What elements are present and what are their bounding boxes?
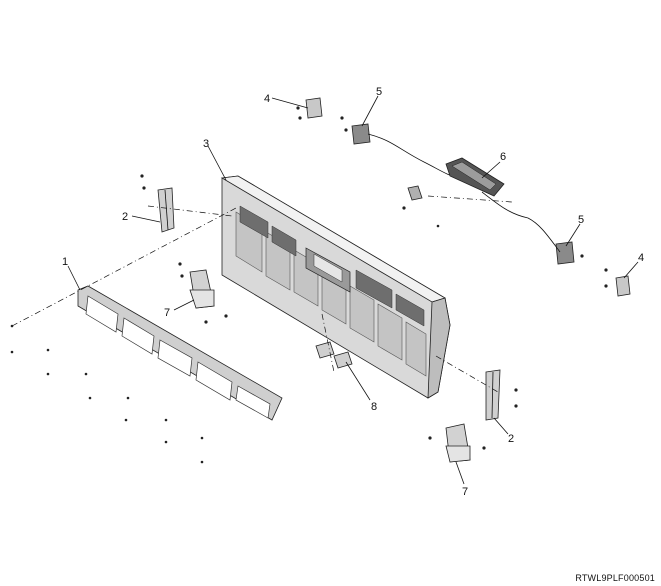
callout-labels: 1 2 3 4 5 6 5 4 7 8 2 7 (62, 86, 644, 498)
upper-latch (351, 123, 371, 145)
callout-2-right: 2 (508, 433, 514, 445)
callout-8: 8 (371, 401, 377, 413)
release-handle-assembly (407, 157, 505, 201)
callout-4-upper: 4 (264, 93, 270, 105)
lower-latch (555, 241, 575, 265)
left-hinge-bracket (157, 187, 175, 233)
alignment-lines (11, 195, 513, 393)
callout-4-lower: 4 (638, 252, 644, 264)
lower-right-cable-bracket (615, 275, 631, 297)
callout-3: 3 (203, 138, 209, 150)
right-hinge-bracket (485, 369, 501, 421)
latch-cable (367, 133, 561, 253)
fasteners (10, 106, 608, 464)
tailgate-panel (220, 175, 451, 399)
upper-cable-bracket (305, 97, 323, 119)
tailgate-seal-panel (77, 285, 283, 421)
callout-1: 1 (62, 256, 68, 268)
callout-6: 6 (500, 151, 506, 163)
left-support-bracket (189, 269, 215, 309)
leader-lines (67, 95, 639, 485)
callout-5-upper: 5 (376, 86, 382, 98)
callout-2-left: 2 (122, 211, 128, 223)
reference-code: RTWL9PLF000501 (575, 573, 655, 583)
right-support-bracket (445, 423, 471, 463)
callout-5-lower: 5 (578, 214, 584, 226)
callout-7-right: 7 (462, 486, 468, 498)
callout-7-left: 7 (164, 307, 170, 319)
